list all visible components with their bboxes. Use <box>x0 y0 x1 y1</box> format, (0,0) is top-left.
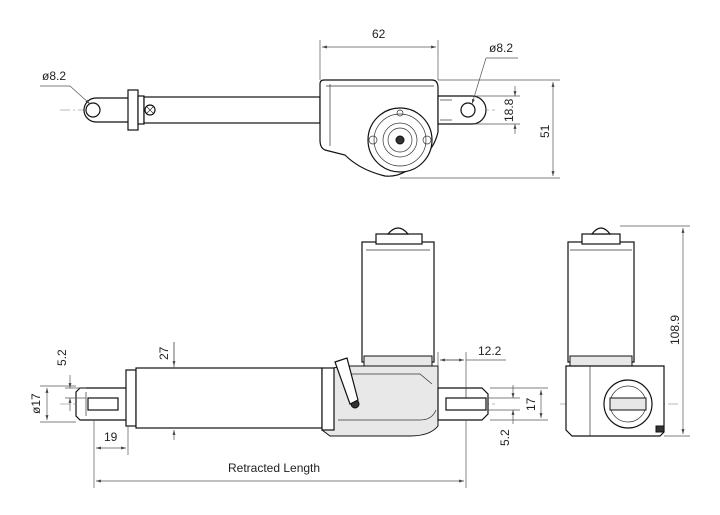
dim-rear-hole: ø8.2 <box>42 69 66 83</box>
dim-5-2-left: 5.2 <box>55 349 69 366</box>
dim-retracted-length: Retracted Length <box>228 461 320 475</box>
dim-5-2-right: 5.2 <box>498 429 512 446</box>
side-view: 5.2 ø17 19 27 12.2 17 5.2 <box>29 227 548 488</box>
top-view: 62 ø8.2 ø8.2 18.8 51 <box>40 27 560 179</box>
dim-108-9: 108.9 <box>668 315 682 345</box>
dim-62: 62 <box>372 27 386 41</box>
dim-51: 51 <box>538 124 552 138</box>
dim-o17: ø17 <box>29 393 43 414</box>
dim-12-2: 12.2 <box>478 344 502 358</box>
dim-front-hole: ø8.2 <box>489 41 513 55</box>
front-hole <box>460 102 476 118</box>
rear-hole <box>85 102 101 118</box>
dim-18-8: 18.8 <box>502 98 516 122</box>
dim-19: 19 <box>104 430 118 444</box>
dim-17: 17 <box>524 397 538 411</box>
end-view: 108.9 <box>560 225 690 437</box>
dim-27: 27 <box>157 346 171 360</box>
